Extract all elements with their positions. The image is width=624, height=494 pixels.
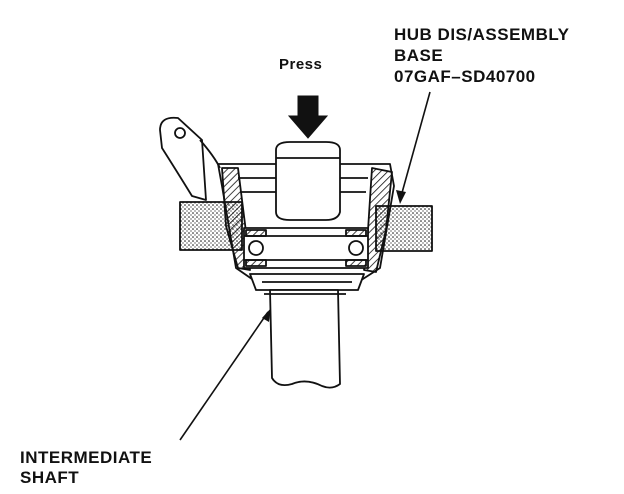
press-label: Press: [279, 56, 323, 73]
tool-leader-arrowhead: [396, 190, 406, 204]
knuckle-arm-hole: [174, 127, 186, 139]
shaft-leader-line: [179, 311, 269, 441]
press-arrow: [287, 95, 329, 139]
hub-tool-label-line2: BASE: [394, 46, 444, 65]
bearing-ball-right: [348, 240, 364, 256]
shaft-leader-arrowhead: [262, 308, 271, 322]
hub-tool-label-line3: 07GAF–SD40700: [394, 67, 536, 86]
shaft-label-line1: INTERMEDIATE: [20, 448, 153, 467]
hub-body: [275, 141, 341, 221]
tool-leader-line: [399, 91, 431, 201]
intermediate-shaft: [269, 289, 341, 389]
shaft-label-line2: SHAFT: [20, 468, 80, 487]
bearing-ball-left: [248, 240, 264, 256]
intermediate-shaft-label: INTERMEDIATE SHAFT: [20, 448, 152, 488]
hub-tool-label: HUB DIS/ASSEMBLY BASE 07GAF–SD40700: [394, 24, 570, 87]
knuckle-arm: [159, 116, 207, 201]
hub-tool-label-line1: HUB DIS/ASSEMBLY: [394, 25, 570, 44]
